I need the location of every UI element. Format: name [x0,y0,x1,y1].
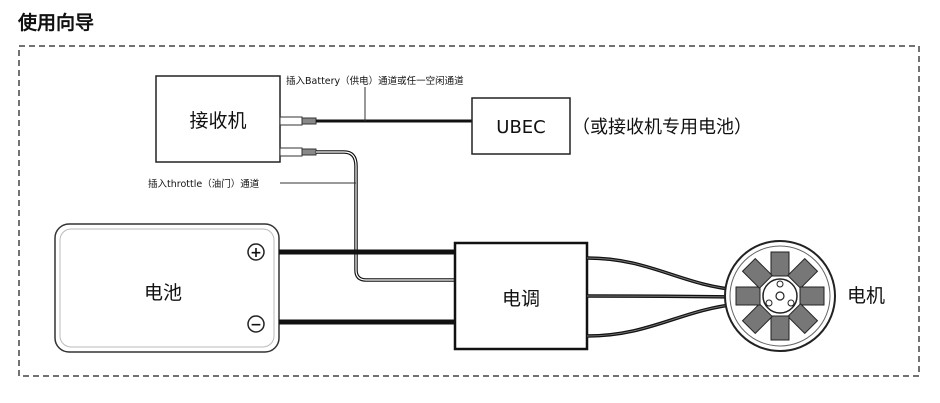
page-title: 使用向导 [18,12,95,34]
negative-terminal-icon [247,315,265,333]
diagram-frame [18,45,920,377]
esc-label: 电调 [502,288,540,310]
motor-label: 电机 [847,285,885,307]
throttle-channel-annotation: 插入throttle（油门）通道 [148,178,260,190]
receiver-label: 接收机 [189,110,246,132]
ubec-box [471,97,571,155]
battery-body [54,223,280,353]
receiver-connectors [279,116,317,157]
positive-terminal-label: + [250,245,262,261]
motor-icon [724,240,836,352]
battery-label: 电池 [144,282,182,304]
ubec-label: UBEC [496,117,545,138]
negative-terminal-label: − [250,317,262,333]
ubec-note: （或接收机专用电池） [572,117,752,138]
battery-channel-annotation: 插入Battery（供电）通道或任一空闲通道 [286,75,464,87]
receiver-box [155,75,281,163]
wire-throttle [316,150,455,282]
positive-terminal-icon [247,243,265,261]
motor-wires [586,256,739,338]
